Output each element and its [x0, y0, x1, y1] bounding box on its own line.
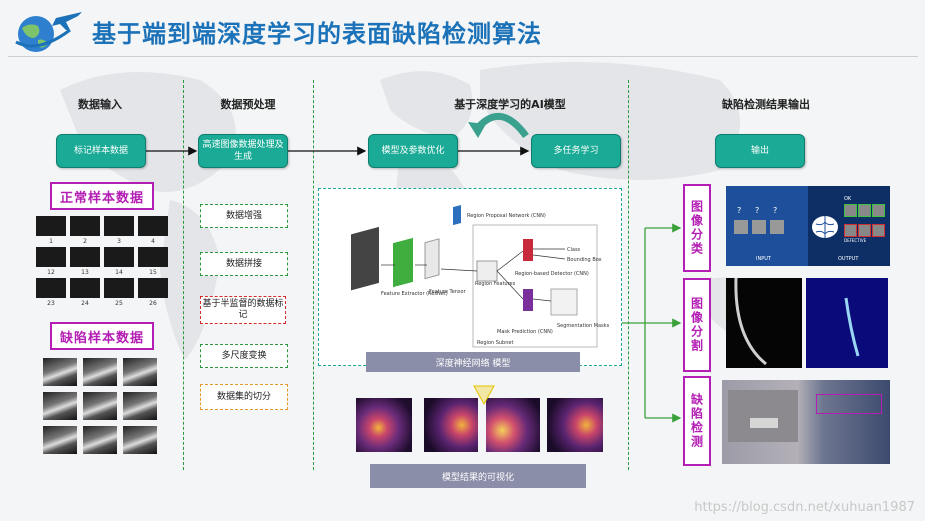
mask-label: Mask Prediction (CNN): [497, 329, 553, 335]
input-tile: [734, 220, 748, 234]
extractor-label: Feature Extractor (ResNet): [381, 291, 448, 297]
defect-sample: [43, 426, 77, 454]
mask-rcnn-diagram: Region Proposal Network (CNN) Class Boun…: [351, 204, 610, 348]
network-diagram-panel: Region Proposal Network (CNN) Class Boun…: [318, 188, 622, 366]
hq-image-box: 高速图像数据处理及生成: [198, 134, 288, 168]
detection-image: [722, 380, 890, 464]
normal-sample: 14: [104, 247, 134, 276]
stitch-box: 数据拼接: [200, 252, 288, 276]
segmentation-mask-image: [806, 278, 888, 368]
header-model: 基于深度学习的AI模型: [454, 98, 566, 111]
output-label: OUTPUT: [838, 256, 859, 262]
segment-label: 图像分割: [683, 278, 711, 372]
defect-sample: [43, 358, 77, 386]
segmentation-input-image: [726, 277, 802, 368]
class-label: Class: [567, 247, 581, 253]
defective-tile: [872, 224, 885, 237]
subnet-label: Region Subnet: [477, 340, 513, 346]
question-mark: ?: [755, 206, 760, 215]
split-box: 数据集的切分: [200, 384, 288, 410]
multitask-box: 多任务学习: [531, 134, 621, 168]
defect-sample: [83, 358, 117, 386]
mask-streak: [844, 297, 860, 357]
normal-sample: 1: [36, 216, 66, 245]
normal-samples-label: 正常样本数据: [50, 182, 154, 210]
features-label: Region Features: [475, 281, 516, 287]
detection-bbox: [816, 394, 882, 414]
heatmap-4: [547, 398, 603, 452]
network-caption: 深度神经网络 模型: [366, 352, 580, 372]
classify-label: 图像分类: [683, 184, 711, 272]
normal-sample: 2: [70, 216, 100, 245]
heatmap-3: [486, 398, 540, 452]
tensor-label: Feature Tensor: [429, 289, 467, 295]
heatmap-1: [356, 398, 412, 452]
augment-box: 数据增强: [200, 204, 288, 228]
normal-sample: 15: [138, 247, 168, 276]
defective-label: DEFECTIVE: [844, 238, 867, 243]
defect-sample: [83, 426, 117, 454]
header-input: 数据输入: [78, 98, 122, 111]
heatmap-2: [424, 398, 478, 452]
defect-mark: [750, 418, 778, 428]
globe-plane-logo: [15, 12, 82, 52]
defect-sample: [123, 392, 157, 420]
page-title: 基于端到端深度学习的表面缺陷检测算法: [92, 20, 542, 48]
detection-board: [728, 390, 798, 442]
title-divider: [8, 56, 918, 57]
defect-sample: [123, 426, 157, 454]
question-mark: ?: [737, 206, 742, 215]
question-mark: ?: [773, 206, 778, 215]
normal-samples-grid: 1 2 3 4 12 13 14 15 23 24 25 26: [36, 216, 168, 307]
multiscale-box: 多尺度变换: [200, 344, 288, 368]
detector-label: Region-based Detector (CNN): [515, 271, 589, 277]
header-output: 缺陷检测结果输出: [722, 98, 810, 111]
input-tile: [752, 220, 766, 234]
normal-sample: 3: [104, 216, 134, 245]
bbox-label: Bounding Box: [567, 257, 602, 263]
ok-tile: [858, 204, 871, 217]
defect-samples-grid: [43, 358, 157, 454]
brain-icon: [812, 216, 838, 238]
tuning-box: 模型及参数优化: [368, 134, 458, 168]
header-preprocess: 数据预处理: [220, 98, 276, 111]
ok-tile: [844, 204, 857, 217]
normal-sample: 23: [36, 278, 66, 307]
separator-3: [628, 80, 629, 470]
detect-label: 缺陷检测: [683, 376, 711, 466]
normal-sample: 13: [70, 247, 100, 276]
seg-label: Segmentation Masks: [557, 323, 610, 329]
ok-tile: [872, 204, 885, 217]
normal-sample: 25: [104, 278, 134, 307]
classification-image: ? ? ? OK DEFECTIVE INPUT OUTPUT: [726, 186, 890, 266]
ok-label: OK: [844, 196, 852, 202]
crack-curve: [734, 277, 767, 366]
input-tile: [770, 220, 784, 234]
normal-sample: 12: [36, 247, 66, 276]
label-data-box: 标记样本数据: [56, 134, 146, 168]
output-box: 输出: [715, 134, 805, 168]
semi-supervised-box: 基于半监督的数据标记: [200, 296, 286, 324]
defect-samples-label: 缺陷样本数据: [50, 322, 154, 350]
visualization-caption: 模型结果的可视化: [370, 464, 586, 488]
defective-tile: [858, 224, 871, 237]
normal-sample: 4: [138, 216, 168, 245]
normal-sample: 24: [70, 278, 100, 307]
defective-tile: [844, 224, 857, 237]
input-label: INPUT: [756, 256, 771, 262]
separator-1: [183, 80, 184, 470]
watermark: https://blog.csdn.net/xuhuan1987: [694, 500, 915, 515]
glow-arrow-icon: [473, 385, 495, 406]
defect-sample: [43, 392, 77, 420]
defect-sample: [123, 358, 157, 386]
separator-2: [313, 80, 314, 470]
normal-sample: 26: [138, 278, 168, 307]
defect-sample: [83, 392, 117, 420]
rpn-label: Region Proposal Network (CNN): [467, 213, 546, 219]
